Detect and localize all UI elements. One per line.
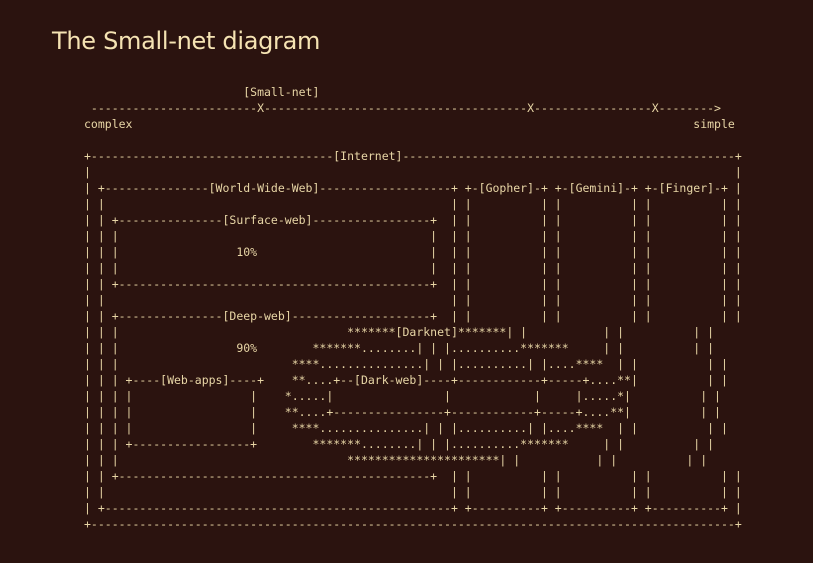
diagram-line: | | | 10% | | | | | | | | | bbox=[84, 245, 742, 259]
diagram-line: | | +-----------------------------------… bbox=[84, 277, 742, 291]
diagram-line: | | | +----[Web-apps]----+ **....+--[Dar… bbox=[84, 373, 728, 387]
diagram-line: | | | | | | | | | | bbox=[84, 293, 742, 307]
diagram-line: complex simple bbox=[84, 117, 735, 131]
diagram-line: | +---------------[World-Wide-Web]------… bbox=[84, 181, 742, 195]
diagram-line: | | +-----------------------------------… bbox=[84, 469, 742, 483]
diagram-line: ------------------------X---------------… bbox=[84, 101, 721, 115]
diagram-line: | | | | | **....+----------------+------… bbox=[84, 405, 721, 419]
diagram-line: | | | ****...............| | |..........… bbox=[84, 357, 728, 371]
diagram-line: | | | +-----------------+ *******.......… bbox=[84, 437, 715, 451]
diagram-line: | | | | | | | | | | | | bbox=[84, 229, 742, 243]
diagram-line: | | | | | ****...............| | |......… bbox=[84, 421, 728, 435]
diagram-line: | | +---------------[Surface-web]-------… bbox=[84, 213, 742, 227]
diagram-line: | | | | | | | | | | bbox=[84, 197, 742, 211]
diagram-line bbox=[84, 132, 742, 148]
small-net-ascii-diagram: [Small-net] ------------------------X---… bbox=[84, 84, 742, 532]
diagram-line: | | | **********************| | | | | | bbox=[84, 453, 708, 467]
diagram-line: | | | | | | | | | | bbox=[84, 485, 742, 499]
diagram-line: | | | *******[Darknet]*******| | | | | | bbox=[84, 325, 715, 339]
diagram-line: [Small-net] bbox=[84, 85, 320, 99]
diagram-line: | | | 90% *******........| | |..........… bbox=[84, 341, 715, 355]
diagram-line: +-----------------------------------[Int… bbox=[84, 149, 742, 163]
diagram-line: | +-------------------------------------… bbox=[84, 501, 742, 515]
diagram-line: | | bbox=[84, 165, 742, 179]
diagram-line: | | +---------------[Deep-web]----------… bbox=[84, 309, 742, 323]
page-title: The Small-net diagram bbox=[52, 27, 321, 55]
diagram-line: | | | | | *.....| | | |.....*| | | bbox=[84, 389, 721, 403]
diagram-line: | | | | | | | | | | | | bbox=[84, 261, 742, 275]
diagram-line: +---------------------------------------… bbox=[84, 517, 742, 531]
